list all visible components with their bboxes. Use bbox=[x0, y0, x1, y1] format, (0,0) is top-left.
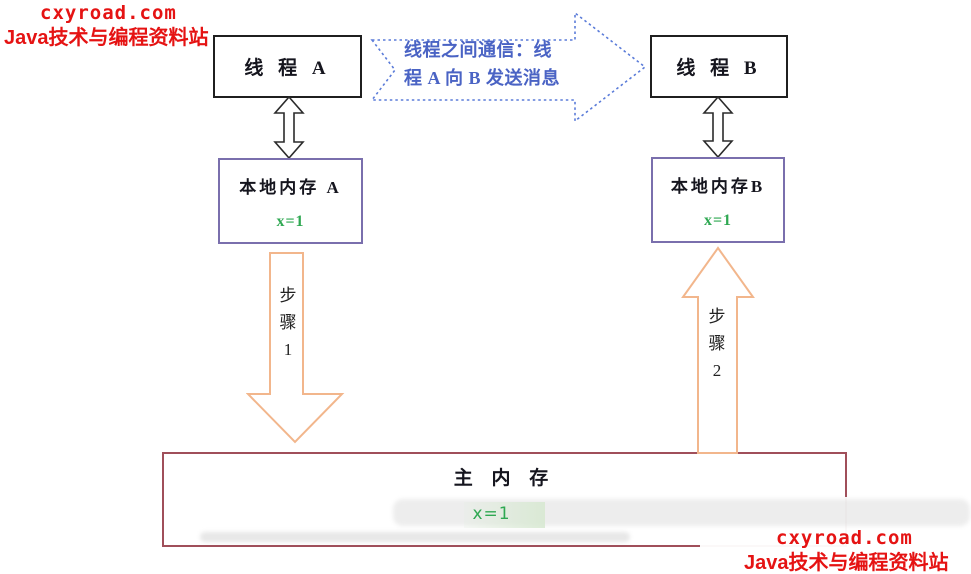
thread-a-box: 线 程 A bbox=[213, 35, 362, 98]
watermark-top-site: cxyroad.com bbox=[40, 2, 177, 24]
local-memory-b-value: x=1 bbox=[703, 212, 733, 229]
step1-label: 步 骤 1 bbox=[279, 286, 297, 359]
communication-block-arrow-icon bbox=[370, 11, 647, 123]
main-memory-value: x=1 bbox=[472, 504, 511, 524]
communication-arrow-caption: 线程之间通信：线 程 A 向 B 发送消息 bbox=[404, 36, 560, 92]
step1-down-arrow-icon bbox=[246, 252, 345, 444]
watermark-bottom-site: cxyroad.com bbox=[776, 527, 913, 549]
communication-caption-line1: 线程之间通信：线 bbox=[404, 40, 552, 60]
local-memory-a-value: x=1 bbox=[276, 213, 305, 230]
local-memory-b-label: 本地内存B bbox=[670, 177, 766, 196]
main-memory-value-highlight: x=1 bbox=[464, 502, 545, 528]
main-memory-value-row: x=1 bbox=[162, 502, 847, 528]
watermark-bottom-tagline: Java技术与编程资料站 bbox=[744, 552, 949, 574]
local-memory-b-box: 本地内存B x=1 bbox=[651, 157, 785, 243]
thread-a-label: 线 程 A bbox=[244, 58, 331, 79]
watermark-top-tagline: Java技术与编程资料站 bbox=[4, 27, 209, 49]
local-memory-a-box: 本地内存 A x=1 bbox=[218, 158, 363, 244]
communication-caption-line2: 程 A 向 B 发送消息 bbox=[404, 68, 561, 88]
thread-b-label: 线 程 B bbox=[676, 58, 762, 79]
thread-b-box: 线 程 B bbox=[650, 35, 788, 98]
smudge-gray-strip bbox=[200, 532, 630, 542]
smudge-white-cover bbox=[700, 497, 971, 559]
double-arrow-a-icon bbox=[273, 96, 305, 159]
main-memory-label: 主 内 存 bbox=[453, 468, 556, 489]
double-arrow-b-icon bbox=[702, 96, 734, 158]
step2-up-arrow-icon bbox=[681, 246, 755, 454]
local-memory-a-label: 本地内存 A bbox=[239, 178, 342, 197]
step2-label: 步 骤 2 bbox=[708, 307, 726, 380]
